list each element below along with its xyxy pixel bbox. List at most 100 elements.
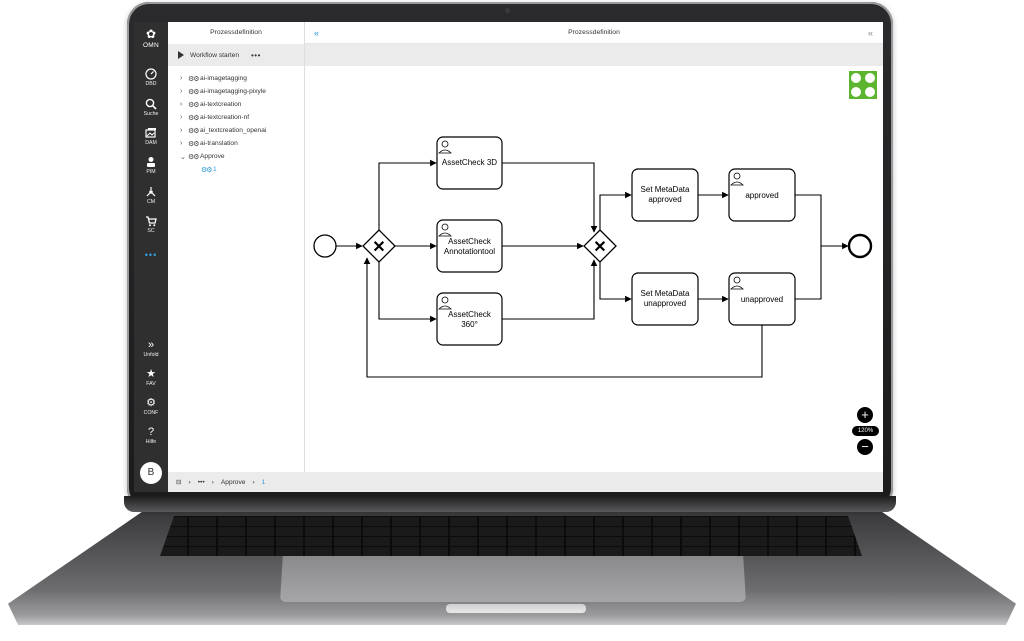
task-label: approved bbox=[648, 195, 681, 204]
collapse-right-icon[interactable]: « bbox=[868, 28, 874, 38]
rail-item-sc[interactable]: SC bbox=[134, 215, 168, 234]
pim-icon bbox=[147, 157, 155, 167]
rail-item-label: DBD bbox=[145, 81, 157, 87]
app-logo[interactable]: ✿ OMN bbox=[134, 28, 168, 49]
chevron-right-icon[interactable]: › bbox=[180, 127, 183, 134]
rail-item-pim[interactable]: PIM bbox=[134, 156, 168, 175]
task-assetcheck-360[interactable]: AssetCheck 360° bbox=[436, 292, 503, 346]
breadcrumb-current[interactable]: 1 bbox=[261, 478, 266, 486]
more-apps-button[interactable]: ••• bbox=[144, 250, 158, 260]
start-event[interactable] bbox=[313, 234, 337, 258]
rail-item-label: CM bbox=[146, 199, 156, 205]
task-assetcheck-annotationtool[interactable]: AssetCheck Annotationtool bbox=[436, 219, 503, 273]
rail-item-label: Unfold bbox=[143, 352, 159, 358]
rail-item-fav[interactable]: ★ FAV bbox=[134, 368, 168, 387]
breadcrumb-item-approve[interactable]: Approve bbox=[220, 478, 246, 486]
tree-root-icon[interactable]: ⊟ bbox=[176, 479, 182, 486]
rail-item-dbd[interactable]: DBD bbox=[134, 68, 168, 87]
canvas-title: Prozessdefinition bbox=[305, 22, 883, 44]
start-workflow-button[interactable]: Workflow starten bbox=[190, 51, 239, 59]
user-avatar[interactable]: B bbox=[140, 462, 162, 484]
chevron-down-icon[interactable]: ⌄ bbox=[180, 153, 186, 161]
gears-icon: ⚙⚙ bbox=[188, 101, 200, 109]
panel-title: Prozessdefinition bbox=[210, 29, 262, 36]
tree-item[interactable]: › ⚙⚙ ai-textcreation-nf bbox=[168, 111, 304, 124]
cm-icon bbox=[146, 187, 156, 197]
tree-item-approve[interactable]: ⌄ ⚙⚙ Approve bbox=[168, 150, 304, 163]
gears-icon: ⚙⚙ bbox=[201, 166, 213, 174]
gear-icon: ⚙ bbox=[146, 397, 156, 409]
task-assetcheck-3d[interactable]: AssetCheck 3D bbox=[436, 136, 503, 190]
collapse-panel-icon[interactable]: « bbox=[314, 28, 320, 38]
double-chevron-right-icon: » bbox=[147, 339, 155, 351]
task-label: unapproved bbox=[741, 295, 783, 304]
chevron-right-icon[interactable]: › bbox=[180, 114, 183, 121]
breadcrumb: ⊟ › ••• › Approve › 1 bbox=[168, 472, 883, 492]
task-set-metadata-approved[interactable]: Set MetaData approved bbox=[631, 168, 699, 222]
chevron-right-icon[interactable]: › bbox=[180, 88, 183, 95]
breadcrumb-ellipsis[interactable]: ••• bbox=[197, 478, 205, 486]
tree-item-label: ai-imagetagging bbox=[200, 75, 247, 82]
exclusive-gateway-join[interactable]: ✕ bbox=[583, 229, 617, 263]
rail-item-label: SC bbox=[147, 228, 155, 234]
rail-item-label: CONF bbox=[143, 410, 159, 416]
user-task-icon bbox=[730, 172, 744, 186]
tree-item-version[interactable]: ⚙⚙ 1 bbox=[168, 163, 304, 176]
gears-icon: ⚙⚙ bbox=[188, 88, 200, 96]
gears-icon: ⚙⚙ bbox=[188, 140, 200, 148]
more-options-button[interactable]: ••• bbox=[250, 50, 261, 60]
gears-icon: ⚙⚙ bbox=[188, 153, 200, 161]
task-unapproved[interactable]: unapproved bbox=[728, 272, 796, 326]
tree-item-label: ai_textcreation_openai bbox=[200, 127, 267, 134]
rail-item-suche[interactable]: Suche bbox=[134, 98, 168, 117]
chevron-right-icon[interactable]: › bbox=[180, 101, 183, 108]
tree-item-label: ai-translation bbox=[200, 140, 238, 147]
task-approved[interactable]: approved bbox=[728, 168, 796, 222]
task-label: Set MetaData bbox=[641, 289, 690, 298]
tree-item-label: 1 bbox=[213, 166, 217, 173]
zoom-in-button[interactable]: + bbox=[857, 407, 873, 423]
exclusive-gateway-split[interactable]: ✕ bbox=[362, 229, 396, 263]
tree-item[interactable]: › ⚙⚙ ai-imagetagging bbox=[168, 72, 304, 85]
tree-item[interactable]: › ⚙⚙ ai-translation bbox=[168, 137, 304, 150]
canvas-toolbar bbox=[305, 44, 883, 66]
rail-item-label: DAM bbox=[145, 140, 157, 146]
task-label: approved bbox=[745, 191, 778, 200]
process-tree: › ⚙⚙ ai-imagetagging › ⚙⚙ ai-imagetaggin… bbox=[168, 66, 304, 176]
zoom-level: 120% bbox=[852, 426, 879, 436]
app-logo-text: OMN bbox=[142, 42, 160, 49]
task-set-metadata-unapproved[interactable]: Set MetaData unapproved bbox=[631, 272, 699, 326]
rail-item-label: FAV bbox=[146, 381, 156, 387]
chevron-right-icon: › bbox=[188, 478, 191, 486]
gears-icon: ⚙⚙ bbox=[188, 75, 200, 83]
rail-item-conf[interactable]: ⚙ CONF bbox=[134, 397, 168, 416]
gears-icon: ⚙⚙ bbox=[188, 114, 200, 122]
chevron-right-icon[interactable]: › bbox=[180, 140, 183, 147]
front-notch bbox=[446, 604, 586, 613]
play-icon[interactable] bbox=[178, 51, 184, 59]
tree-item[interactable]: › ⚙⚙ ai-imagetagging-pixyle bbox=[168, 85, 304, 98]
task-label: Set MetaData bbox=[641, 185, 690, 194]
task-label: 360° bbox=[461, 320, 478, 329]
rail-item-cm[interactable]: CM bbox=[134, 186, 168, 205]
bpmn-logo-icon bbox=[849, 71, 877, 99]
rail-item-label: Hilfe bbox=[145, 439, 157, 445]
gears-icon: ⚙⚙ bbox=[188, 127, 200, 135]
zoom-out-button[interactable]: − bbox=[857, 439, 873, 455]
rail-item-hilfe[interactable]: ? Hilfe bbox=[134, 426, 168, 445]
tree-item[interactable]: › ⚙⚙ ai_textcreation_openai bbox=[168, 124, 304, 137]
tree-item[interactable]: › ⚙⚙ ai-textcreation bbox=[168, 98, 304, 111]
user-task-icon bbox=[438, 296, 452, 310]
tree-item-label: ai-imagetagging-pixyle bbox=[200, 88, 266, 95]
laptop-hinge bbox=[124, 496, 896, 512]
chevron-right-icon[interactable]: › bbox=[180, 75, 183, 82]
tree-item-label: Approve bbox=[200, 153, 225, 160]
rail-item-unfold[interactable]: » Unfold bbox=[134, 339, 168, 358]
trackpad bbox=[280, 556, 746, 602]
bpmn-diagram: ✕ ✕ AssetChe bbox=[313, 136, 873, 378]
rail-item-dam[interactable]: DAM bbox=[134, 127, 168, 146]
keyboard bbox=[160, 516, 862, 556]
cart-icon bbox=[146, 216, 157, 227]
svg-text:✕: ✕ bbox=[593, 239, 606, 256]
end-event[interactable] bbox=[847, 233, 873, 259]
